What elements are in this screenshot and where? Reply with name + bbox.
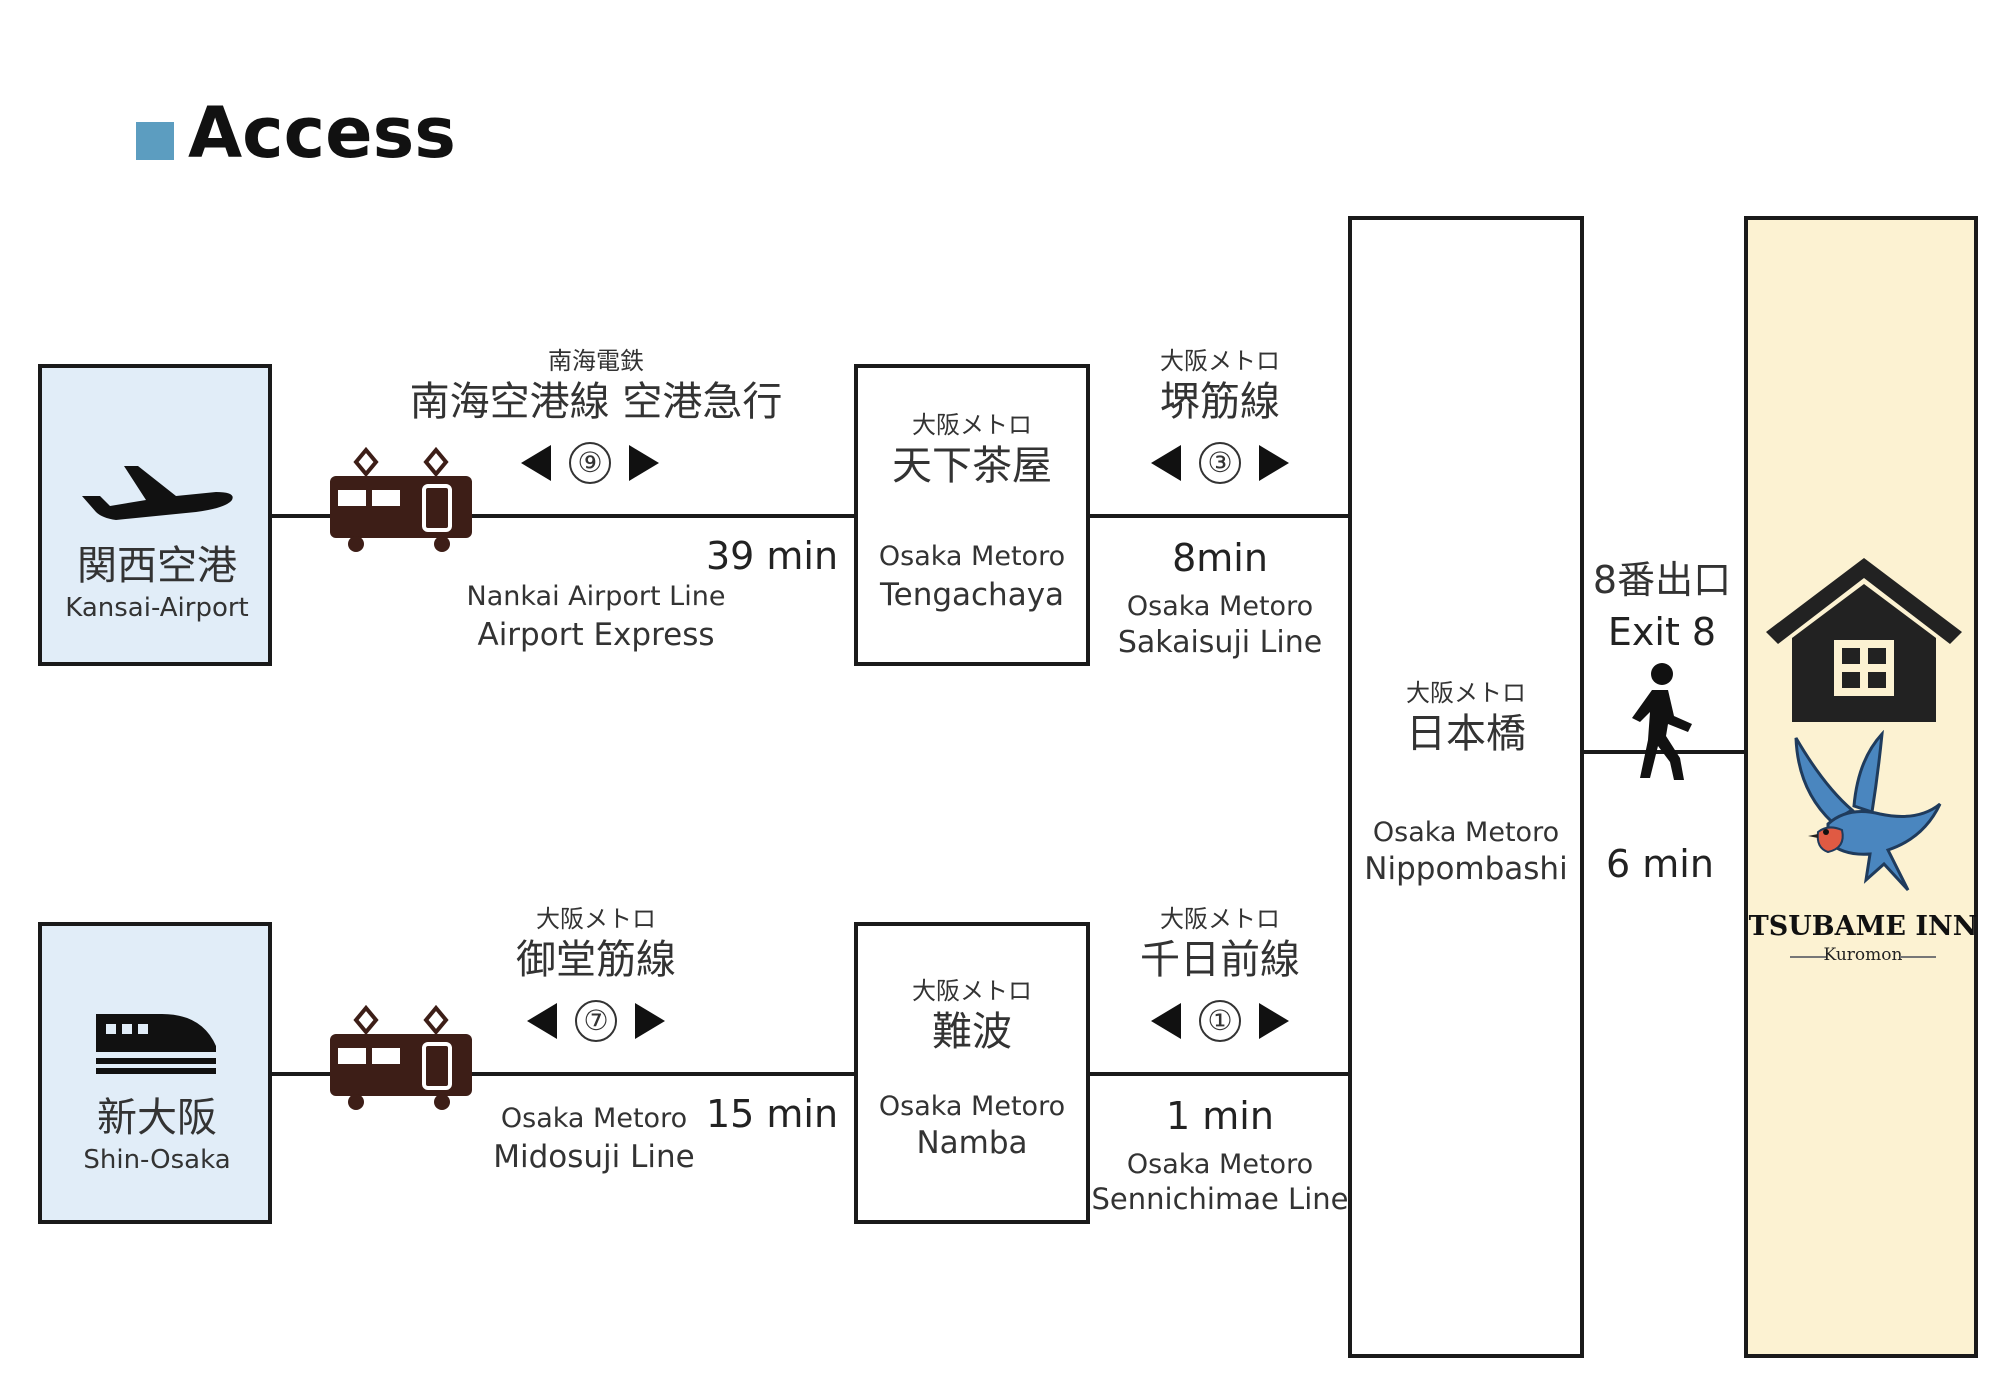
nankai-operator: 南海電鉄	[548, 347, 644, 375]
divider-left	[1790, 956, 1826, 958]
sakaisuji-line-jp: 堺筋線	[1160, 379, 1280, 425]
station-kansai-airport: 関西空港 Kansai-Airport	[38, 364, 272, 666]
nippombashi-jp: 日本橋	[1406, 711, 1526, 757]
sakaisuji-operator: 大阪メトロ	[1160, 347, 1280, 375]
exit-jp: 8番出口	[1592, 558, 1732, 602]
station-namba: 大阪メトロ 難波 Osaka Metoro Namba	[854, 922, 1090, 1224]
namba-en-line1: Osaka Metoro	[878, 1091, 1066, 1122]
train-icon	[330, 1004, 472, 1110]
kansai-jp-label: 関西空港	[77, 543, 237, 589]
line-kansai-tengachaya	[270, 514, 856, 518]
sennichimae-platform: ①	[1151, 1000, 1289, 1042]
namba-jp: 難波	[932, 1009, 1012, 1055]
platform-number: ⑨	[569, 442, 611, 484]
station-tengachaya: 大阪メトロ 天下茶屋 Osaka Metoro Tengachaya	[854, 364, 1090, 666]
airplane-icon	[82, 466, 233, 520]
namba-en-line2: Namba	[916, 1125, 1028, 1161]
nippombashi-en-line1: Osaka Metoro	[1372, 817, 1560, 848]
shinkansen-icon	[96, 1014, 216, 1074]
midosuji-time: 15 min	[705, 1092, 839, 1136]
sakaisuji-platform: ③	[1151, 442, 1289, 484]
sakaisuji-en-line1: Osaka Metoro	[1126, 591, 1314, 622]
tengachaya-jp: 天下茶屋	[892, 443, 1052, 489]
divider-right	[1900, 956, 1936, 958]
sennichimae-operator: 大阪メトロ	[1160, 905, 1280, 933]
platform-number: ③	[1199, 442, 1241, 484]
tengachaya-en-line2: Tengachaya	[879, 577, 1065, 613]
tengachaya-en-line1: Osaka Metoro	[878, 541, 1066, 572]
page-title: Access	[188, 92, 456, 174]
midosuji-en-line2: Midosuji Line	[493, 1139, 695, 1175]
nankai-time: 39 min	[705, 534, 839, 578]
tsubame-inn-card: TSUBAME INN Kuromon	[1744, 216, 1978, 1358]
house-icon	[1766, 558, 1962, 722]
inn-subtitle: Kuromon	[1823, 945, 1903, 965]
line-namba-nippombashi	[1086, 1072, 1350, 1076]
sennichimae-en-line1: Osaka Metoro	[1126, 1149, 1314, 1180]
sennichimae-line-jp: 千日前線	[1140, 937, 1300, 983]
midosuji-en-line1: Osaka Metoro	[500, 1103, 688, 1134]
sennichimae-time: 1 min	[1166, 1094, 1274, 1138]
inn-name: TSUBAME INN	[1748, 911, 1978, 942]
platform-number: ①	[1199, 1000, 1241, 1042]
midosuji-operator: 大阪メトロ	[536, 905, 656, 933]
nankai-platform: ⑨	[521, 442, 659, 484]
nankai-line-jp: 南海空港線 空港急行	[409, 379, 783, 425]
line-tengachaya-nippombashi	[1086, 514, 1350, 518]
nippombashi-operator: 大阪メトロ	[1406, 679, 1526, 707]
midosuji-line-jp: 御堂筋線	[516, 937, 676, 983]
nankai-en-line2: Airport Express	[477, 617, 715, 653]
shinosaka-jp-label: 新大阪	[97, 1095, 217, 1141]
nankai-en-line1: Nankai Airport Line	[466, 581, 726, 612]
shinosaka-en-label: Shin-Osaka	[83, 1145, 231, 1175]
swallow-icon	[1794, 730, 1942, 892]
exit-en: Exit 8	[1607, 610, 1717, 654]
namba-operator: 大阪メトロ	[912, 977, 1032, 1005]
sennichimae-en-line2: Sennichimae Line	[1091, 1182, 1349, 1216]
sakaisuji-time: 8min	[1172, 536, 1268, 580]
station-nippombashi: 大阪メトロ 日本橋 Osaka Metoro Nippombashi	[1348, 216, 1584, 1358]
walking-person-icon	[1632, 663, 1692, 780]
station-shin-osaka: 新大阪 Shin-Osaka	[38, 922, 272, 1224]
line-shinosaka-namba	[270, 1072, 856, 1076]
nippombashi-en-line2: Nippombashi	[1364, 851, 1568, 887]
sakaisuji-en-line2: Sakaisuji Line	[1117, 625, 1323, 660]
walk-time: 6 min	[1606, 842, 1714, 886]
platform-number: ⑦	[575, 1000, 617, 1042]
train-icon	[330, 446, 472, 552]
title-square	[136, 122, 174, 160]
midosuji-platform: ⑦	[527, 1000, 665, 1042]
tengachaya-operator: 大阪メトロ	[912, 411, 1032, 439]
kansai-en-label: Kansai-Airport	[65, 593, 249, 623]
